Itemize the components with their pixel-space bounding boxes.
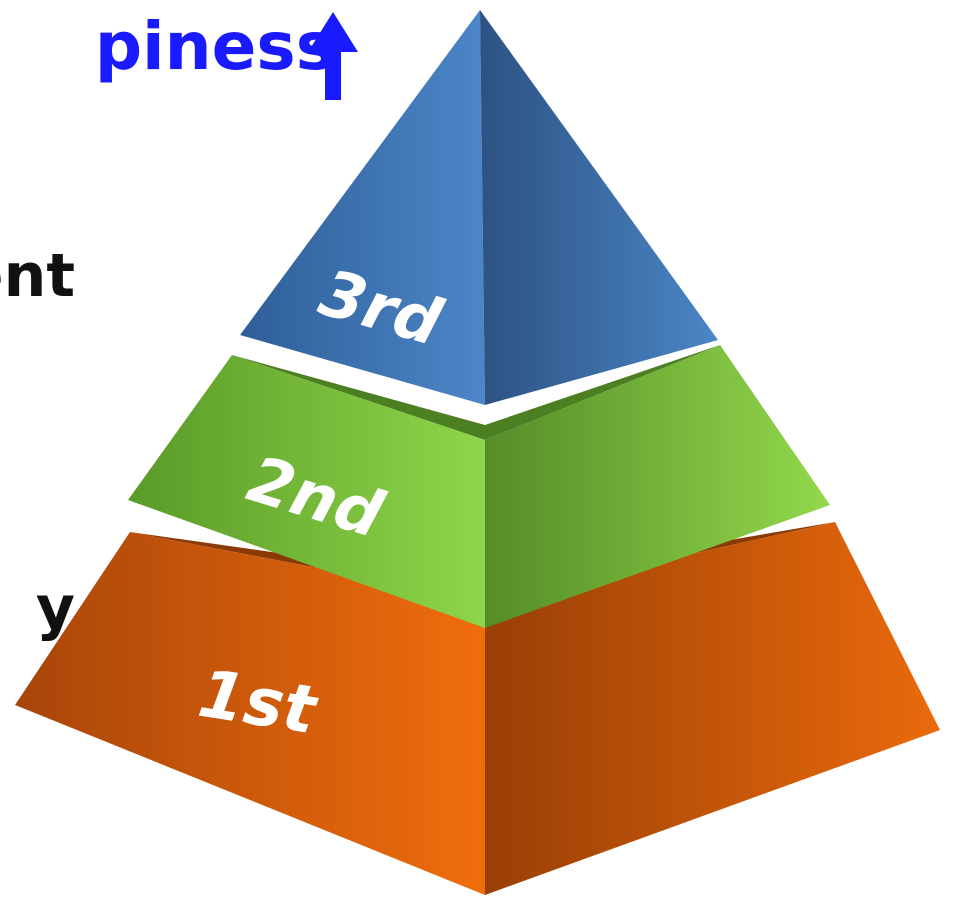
tier-middle: 2nd [128, 345, 830, 628]
left-label-middle: ent [0, 241, 75, 311]
arrow-up-icon [308, 12, 358, 100]
tier-label-1st: 1st [193, 655, 323, 750]
tier-top: 3rd [240, 10, 718, 405]
page-title: piness [94, 8, 335, 85]
